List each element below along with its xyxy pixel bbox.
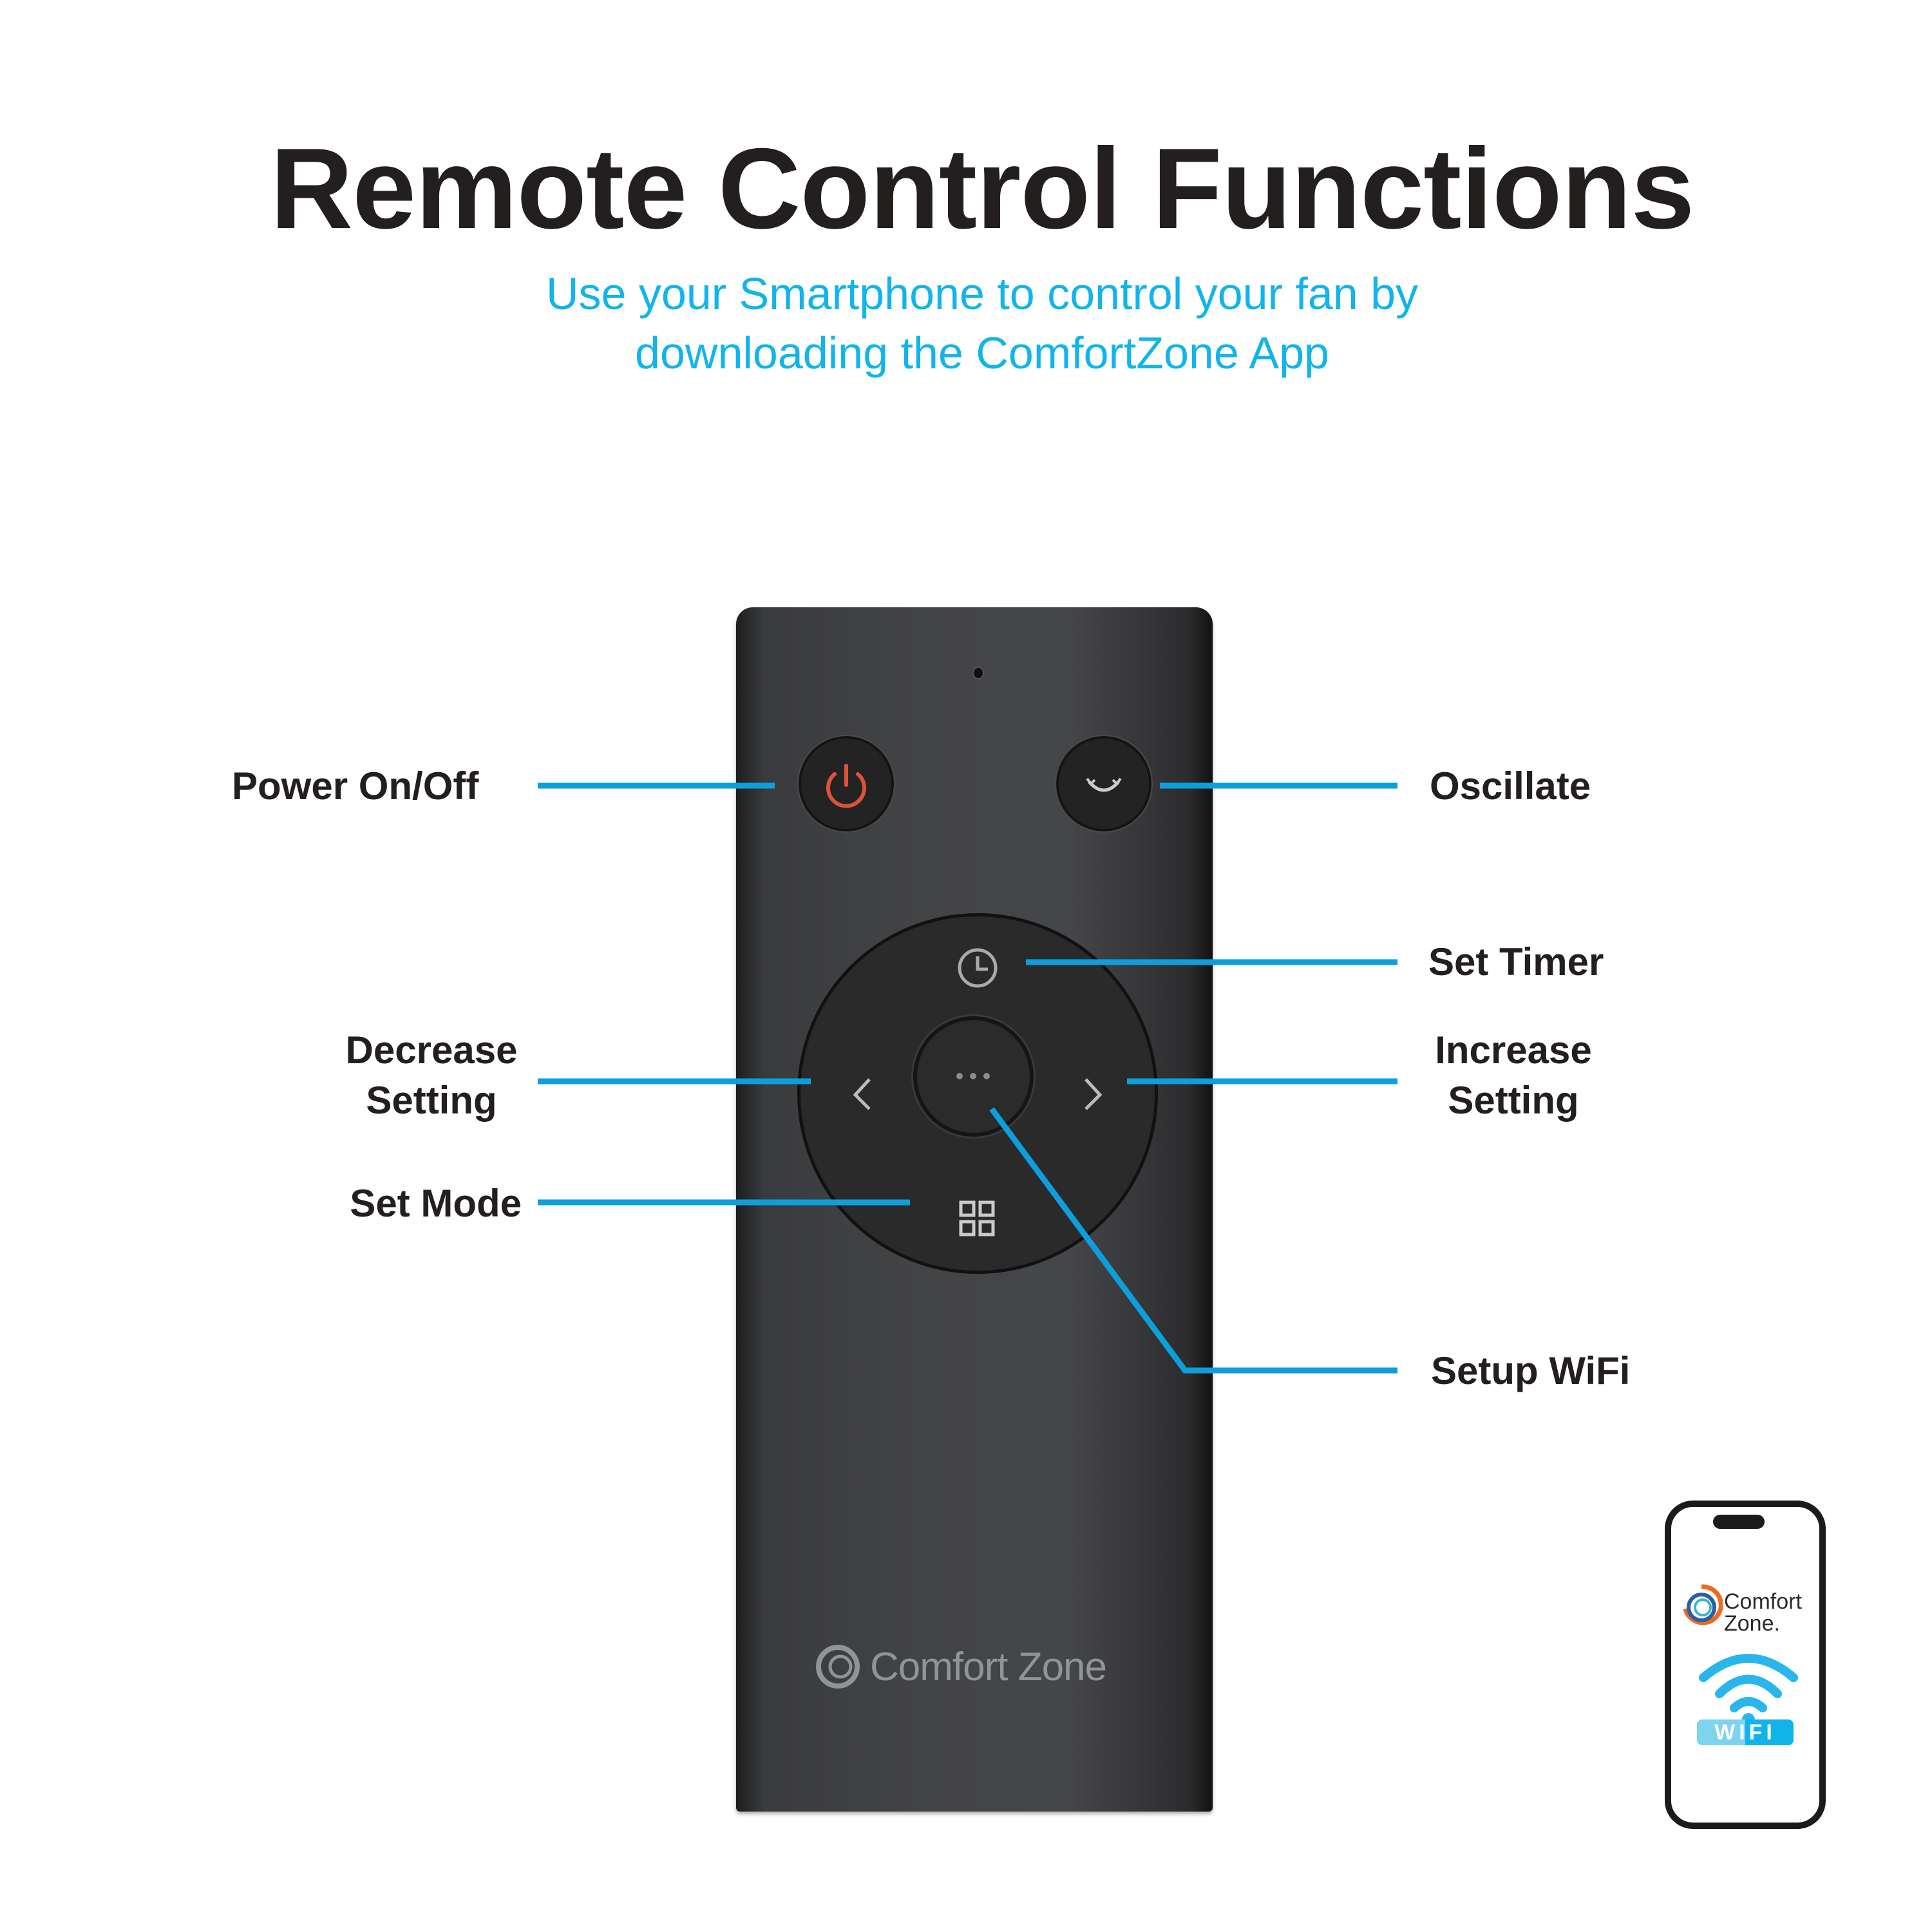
comfortzone-logo-icon [1683, 1584, 1723, 1625]
smartphone-illustration: Comfort Zone. WIFI [1665, 1501, 1826, 1829]
power-icon [826, 764, 866, 808]
mode-button[interactable] [952, 1193, 1003, 1245]
chevron-left-icon [853, 1078, 871, 1110]
increase-button[interactable] [1068, 1068, 1119, 1119]
subtitle-line-1: Use your Smartphone to control your fan … [545, 269, 1419, 319]
dpad [797, 913, 1158, 1274]
phone-notch [1713, 1515, 1765, 1529]
remote-brand-text: Comfort Zone [870, 1644, 1107, 1689]
subtitle-line-2: downloading the ComfortZone App [635, 328, 1329, 378]
setup-wifi-button[interactable] [913, 1016, 1034, 1137]
phone-brand-text: Comfort Zone. [1724, 1589, 1802, 1636]
label-set-mode: Set Mode [350, 1182, 522, 1225]
chevron-right-icon [1084, 1078, 1103, 1110]
decrease-button[interactable] [836, 1068, 887, 1119]
oscillate-button[interactable] [1056, 736, 1151, 831]
clock-icon [958, 948, 998, 988]
brand-swirl-icon [816, 1645, 860, 1689]
page-subtitle: Use your Smartphone to control your fan … [0, 264, 1932, 383]
label-decrease-setting: Decrease Setting [345, 1028, 518, 1122]
remote-brand-logo: Comfort Zone [812, 1641, 1107, 1692]
wifi-callout-line [989, 1107, 1397, 1374]
label-setup-wifi: Setup WiFi [1431, 1349, 1631, 1392]
label-power: Power On/Off [232, 764, 479, 808]
timer-button[interactable] [952, 942, 1003, 994]
power-button[interactable] [799, 736, 894, 831]
remote-control: Comfort Zone [736, 607, 1213, 1812]
label-set-timer: Set Timer [1428, 940, 1604, 983]
wifi-badge: WIFI [1697, 1719, 1794, 1745]
ellipsis-icon [956, 1073, 990, 1079]
wifi-icon [1699, 1654, 1798, 1723]
grid-icon [959, 1200, 995, 1236]
label-increase-setting: Increase Setting [1435, 1028, 1592, 1122]
oscillate-icon [1086, 777, 1122, 792]
ir-sensor [972, 667, 984, 679]
page-title: Remote Control Functions [270, 124, 1695, 252]
label-oscillate: Oscillate [1430, 764, 1591, 808]
